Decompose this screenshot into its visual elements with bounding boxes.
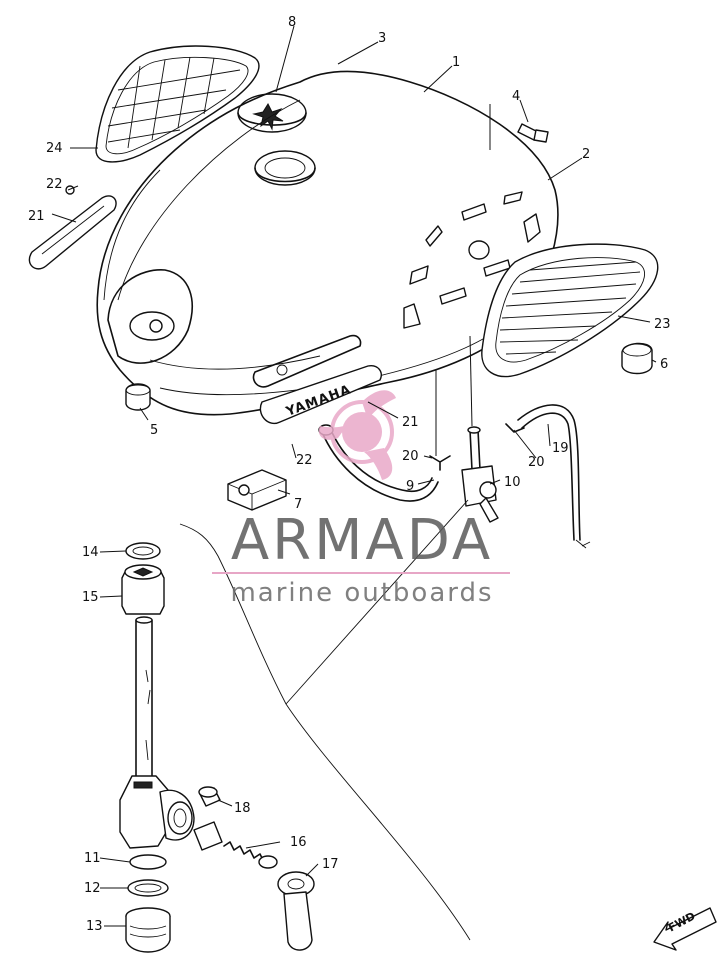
callout-1: 1 [452, 55, 460, 70]
callout-3: 3 [378, 31, 386, 46]
rubber-damper-rear [621, 342, 653, 375]
rubber-damper-front [125, 383, 151, 411]
callout-22-upper: 22 [46, 177, 63, 192]
callout-17: 17 [322, 857, 339, 872]
filter-pipe [135, 616, 153, 777]
filler-cap [237, 93, 307, 133]
bolt [517, 123, 549, 143]
callout-21-lower: 21 [402, 415, 419, 430]
gasket [129, 854, 167, 870]
callout-10: 10 [504, 475, 521, 490]
union-nut [121, 564, 165, 615]
callout-19: 19 [552, 441, 569, 456]
callout-12: 12 [84, 881, 101, 896]
callout-6: 6 [660, 357, 668, 372]
sediment-cup [125, 907, 171, 953]
overflow-pipe [517, 404, 591, 549]
leader-lines [51, 25, 657, 927]
callout-14: 14 [82, 545, 99, 560]
mounting-strap-left [28, 185, 117, 270]
lever-screw [198, 786, 221, 807]
knee-grip-right [481, 243, 659, 378]
watermark-subtitle: marine outboards [230, 578, 494, 608]
fuel-cock-small [461, 426, 499, 523]
callout-15: 15 [82, 590, 99, 605]
clip-pair [429, 423, 525, 471]
hose-clip [227, 469, 287, 511]
fuel-cock-body [119, 775, 195, 849]
watermark-title: ARMADA [230, 508, 494, 573]
callout-5: 5 [150, 423, 158, 438]
callout-7: 7 [294, 497, 302, 512]
callout-9: 9 [406, 479, 414, 494]
callout-13: 13 [86, 919, 103, 934]
lever-handle [277, 871, 315, 951]
callout-11: 11 [84, 851, 101, 866]
fwd-arrow [653, 907, 717, 951]
lever-spring [193, 821, 278, 869]
callout-24: 24 [46, 141, 63, 156]
callout-22-lower: 22 [296, 453, 313, 468]
callout-20-left: 20 [402, 449, 419, 464]
callout-16: 16 [290, 835, 307, 850]
callout-21-left: 21 [28, 209, 45, 224]
callout-18: 18 [234, 801, 251, 816]
callout-2: 2 [582, 147, 590, 162]
callout-numbers: 1 2 3 4 5 6 7 8 9 10 11 12 13 14 15 16 1… [28, 15, 671, 934]
filler-neck [254, 150, 316, 186]
knee-grip-left [95, 45, 260, 163]
callout-4: 4 [512, 89, 520, 104]
watermark-divider [212, 572, 510, 574]
callout-20-right: 20 [528, 455, 545, 470]
callout-8: 8 [288, 15, 296, 30]
watermark-propeller-logo [318, 390, 396, 480]
callout-23: 23 [654, 317, 671, 332]
o-ring [127, 879, 169, 897]
